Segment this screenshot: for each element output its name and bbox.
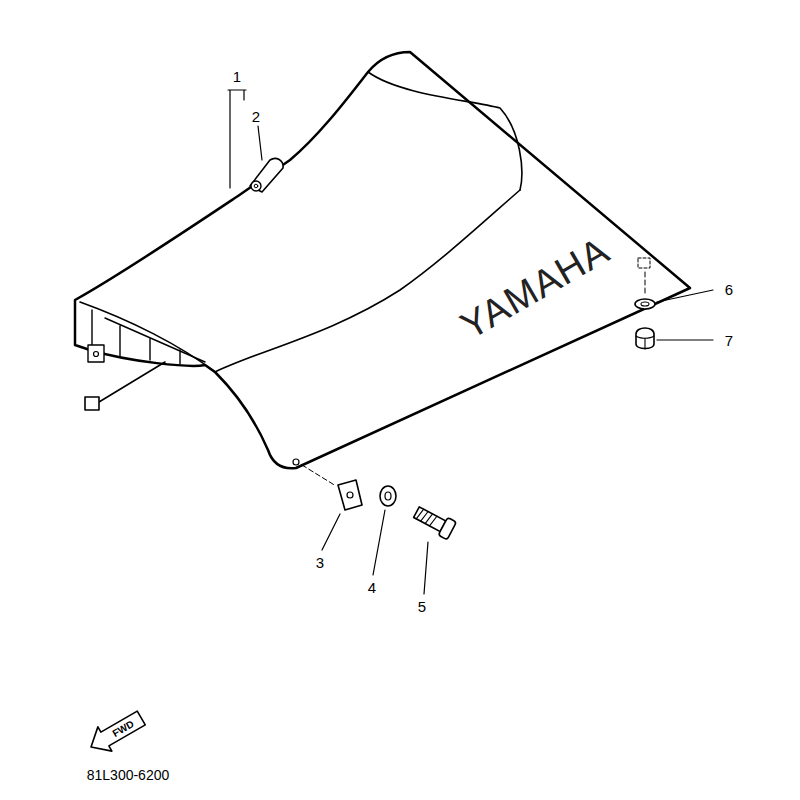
seat-tab <box>88 345 104 362</box>
bolt-part <box>412 503 457 539</box>
seat-outline <box>75 52 690 468</box>
forward-arrow <box>84 706 148 759</box>
hinge-spiral-core <box>254 184 258 188</box>
callout-number: 6 <box>725 282 733 297</box>
bolt-shaft <box>414 507 446 532</box>
bolt-thread <box>416 508 437 527</box>
washer-hole <box>641 302 649 306</box>
washer-hole <box>385 492 391 500</box>
hinge-spiral <box>251 181 261 191</box>
bolt-head <box>438 517 456 539</box>
callout-number: 5 <box>418 599 426 614</box>
seat-hump-seam <box>368 72 522 190</box>
diagram-code: 81L300-6200 <box>87 768 170 782</box>
seat-cable <box>99 362 165 402</box>
callout-number: 1 <box>233 69 241 84</box>
leader-line <box>258 126 713 594</box>
seat-front-edge <box>80 302 215 372</box>
hole-marker <box>638 258 650 268</box>
seat-hinge <box>250 158 283 192</box>
cable-end <box>85 397 99 410</box>
hole-marker-front <box>293 459 299 465</box>
bracket-leader <box>228 90 246 188</box>
cap-nut-detail <box>636 336 654 349</box>
washer-part <box>635 299 655 309</box>
callout-number: 3 <box>316 555 324 570</box>
cap-nut-part <box>636 328 654 349</box>
callout-number: 2 <box>252 109 260 124</box>
damper-part <box>338 480 362 510</box>
callout-number: 4 <box>368 580 376 595</box>
forward-arrow-shape <box>84 706 148 759</box>
tab-hole <box>94 352 99 357</box>
seat-cavity <box>92 310 205 364</box>
callout-number: 7 <box>725 333 733 348</box>
washer-part <box>380 486 396 506</box>
damper-hole <box>347 492 353 498</box>
